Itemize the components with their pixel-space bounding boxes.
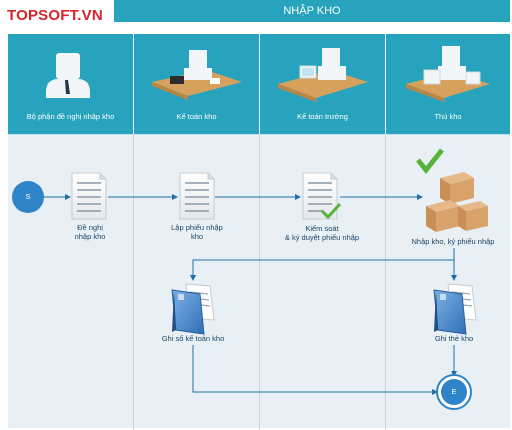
checkmark-icon <box>416 148 444 175</box>
approve-label: Kiểm soát & ký duyệt phiếu nhập <box>284 224 360 242</box>
create-slip-label: Lập phiếu nhập kho <box>171 223 223 241</box>
lane-header-storekeeper: Thủ kho <box>386 34 510 134</box>
storekeeper-icon <box>406 46 490 102</box>
checkmark-icon <box>320 202 342 220</box>
connector <box>44 194 457 395</box>
approved-document-icon <box>302 172 342 220</box>
lane-header-chief-accountant: Kế toán trưởng <box>260 34 385 134</box>
lane-label-stock-accountant: Kế toán kho <box>176 112 217 121</box>
brand-logo: TOPSOFT.VN <box>0 0 114 34</box>
ledger-label: Ghi sổ kế toán kho <box>161 334 225 343</box>
person-icon <box>46 53 90 98</box>
start-node <box>12 181 44 213</box>
lane-label-storekeeper: Thủ kho <box>434 112 462 121</box>
lane-header-requester: Bộ phận đề nghị nhập kho <box>8 34 133 134</box>
logo-text: TOPSOFT.VN <box>7 7 103 24</box>
accountant-desk-icon <box>152 50 242 100</box>
lane-header-stock-accountant: Kế toán kho <box>134 34 259 134</box>
receive-label: Nhập kho, ký phiếu nhập <box>411 237 495 246</box>
lane-divider <box>133 134 134 430</box>
stock-card-book-icon <box>433 283 477 335</box>
request-label: Đề nghị nhập kho <box>74 223 106 241</box>
request-document-icon <box>71 172 107 220</box>
diagram-title: NHẬP KHO <box>114 0 510 22</box>
lane-label-requester: Bộ phận đề nghị nhập kho <box>26 112 115 121</box>
boxes-icon <box>416 148 488 232</box>
end-node <box>436 374 472 410</box>
chief-desk-icon <box>278 48 368 102</box>
end-label: E <box>451 387 457 396</box>
stock-card-label: Ghi thẻ kho <box>434 334 474 343</box>
lane-label-chief-accountant: Kế toán trưởng <box>297 112 348 121</box>
lane-divider <box>385 134 386 430</box>
start-label: S <box>25 192 31 201</box>
ledger-book-icon <box>171 283 215 335</box>
lane-divider <box>259 134 260 430</box>
receipt-slip-document-icon <box>179 172 215 220</box>
